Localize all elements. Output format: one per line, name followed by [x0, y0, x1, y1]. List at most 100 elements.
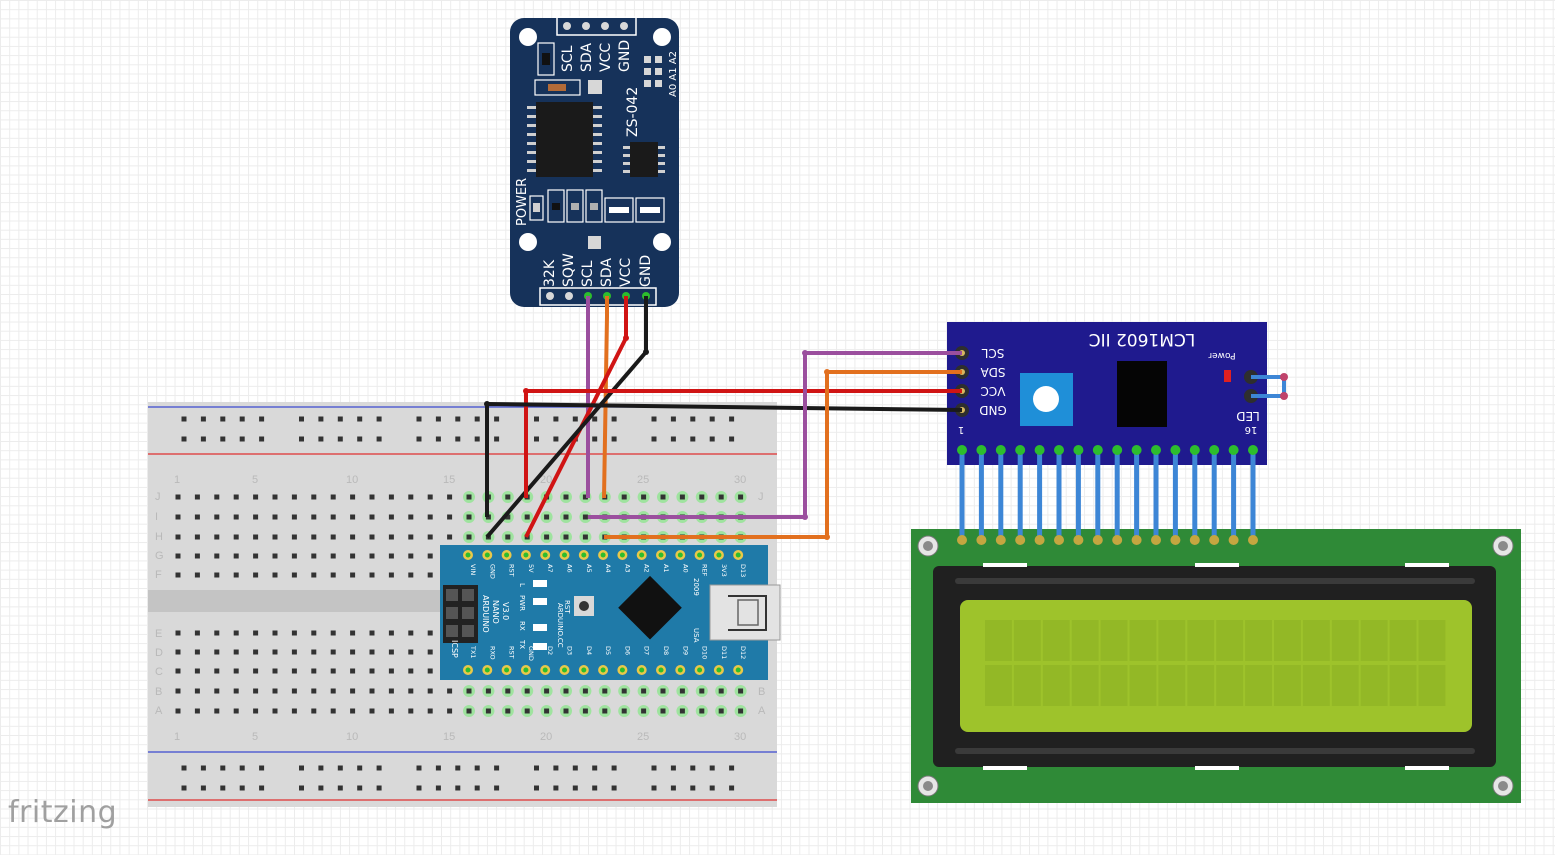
bb-hole — [253, 494, 259, 500]
bb-hole — [427, 708, 433, 714]
nano-pin-connected — [716, 552, 722, 558]
bb-hole — [175, 668, 181, 674]
rtc-address-pad — [644, 68, 651, 75]
bb-hole — [311, 630, 317, 636]
rtc-pad — [588, 236, 601, 249]
lcd-character-cell — [1129, 665, 1157, 706]
bb-hole — [272, 708, 278, 714]
nano-bottom-pin-label: D7 — [643, 646, 651, 655]
rtc-chip-pin — [593, 115, 602, 118]
rtc-chip-pin — [527, 151, 536, 154]
bb-hole — [388, 688, 394, 694]
bb-rail-hole — [611, 436, 617, 442]
bb-hole — [311, 514, 317, 520]
wire-bend — [824, 534, 830, 540]
wire-sda-rtc[interactable] — [602, 296, 609, 499]
reset-button-cap[interactable] — [579, 601, 589, 611]
bb-hole — [505, 708, 511, 714]
bb-rail-hole — [299, 416, 304, 422]
lcd-character-cell — [1129, 620, 1157, 661]
rtc-chip-pins — [527, 106, 602, 172]
rtc-address-pad — [644, 80, 651, 87]
lcd-character-cell — [1071, 665, 1099, 706]
rtc-pad — [588, 80, 602, 94]
led-jumper-end — [1280, 373, 1288, 381]
bb-hole — [272, 630, 278, 636]
rtc-component-outline — [547, 189, 565, 223]
wire-scl-lcd[interactable] — [588, 351, 962, 519]
rtc-top-pin-label: VCC — [598, 43, 614, 72]
icsp-pin — [446, 607, 458, 619]
wire-sda-lcd[interactable] — [604, 370, 962, 539]
lcd-bus-pin-bottom — [1151, 535, 1161, 545]
bb-hole — [641, 688, 647, 694]
nano-led-label-l: L — [518, 583, 526, 587]
bb-hole — [447, 688, 453, 694]
bb-hole — [253, 572, 259, 578]
bb-hole — [369, 630, 375, 636]
bb-row-letter: J — [758, 491, 764, 503]
nano-top-pin-label: 5V — [527, 564, 535, 573]
lcd-character-cell — [1100, 620, 1128, 661]
nano-top-pin-label: A4 — [604, 564, 612, 573]
bb-hole — [408, 649, 414, 655]
bb-hole — [330, 708, 336, 714]
bb-rail-hole — [670, 765, 676, 771]
rtc-resistor-outline — [534, 79, 581, 96]
lcd-bezel-stripe — [955, 578, 1475, 584]
rtc-model-label: ZS-042 — [625, 87, 641, 137]
bb-column-number: 30 — [734, 731, 746, 743]
bb-rail-hole — [553, 436, 559, 442]
led-jumper-wire[interactable] — [1251, 375, 1286, 398]
rtc-component-outline — [566, 189, 584, 223]
bb-hole — [641, 494, 647, 500]
rtc-mount-hole — [653, 233, 671, 251]
i2c-power-label: Power — [1208, 350, 1236, 360]
bb-hole — [582, 494, 588, 500]
bb-hole — [311, 553, 317, 559]
bb-hole — [214, 688, 220, 694]
bb-hole — [194, 514, 200, 520]
bb-hole — [272, 572, 278, 578]
i2c-chip — [1117, 361, 1167, 427]
bb-rail-hole — [416, 785, 422, 791]
bb-rail-hole — [455, 416, 461, 422]
nano-pin-connected — [504, 552, 510, 558]
nano-pin-connected — [562, 552, 567, 558]
bb-hole — [214, 630, 220, 636]
wire-bend — [802, 514, 808, 520]
bb-rail-hole — [592, 436, 598, 442]
bb-hole — [194, 630, 200, 636]
bb-hole — [582, 514, 588, 520]
bb-rail-hole — [455, 785, 461, 791]
rtc-top-pin — [563, 22, 571, 30]
rtc-top-pin-label: SDA — [579, 43, 595, 72]
nano-name-line: NANO — [491, 600, 500, 624]
bb-rail-hole — [337, 436, 343, 442]
bb-hole — [214, 514, 220, 520]
bb-row-letter: D — [155, 647, 163, 659]
bb-hole — [311, 688, 317, 694]
rtc-chip-pin — [527, 142, 536, 145]
rtc-bottom-pin — [546, 292, 554, 300]
bb-rail-hole — [357, 436, 363, 442]
bb-hole — [388, 494, 394, 500]
nano-name-line: V3.0 — [501, 602, 510, 620]
nano-pin-connected — [735, 552, 741, 558]
bb-hole — [505, 534, 511, 540]
rtc-eeprom-pin — [658, 170, 665, 173]
lcd-character-cell — [1158, 620, 1186, 661]
i2c-pin-label-scl: SCL — [981, 346, 1004, 360]
lcd-bus-pin-bottom — [1112, 535, 1123, 545]
bb-hole — [408, 572, 414, 578]
lcd-bus-pin-top — [1170, 445, 1181, 455]
lcd-bus-pin-top — [1073, 445, 1084, 455]
bb-rail-hole — [534, 765, 539, 771]
bb-rail-hole — [376, 785, 382, 791]
bb-hole — [544, 534, 550, 540]
bb-hole — [388, 630, 394, 636]
lcd-tab — [1405, 766, 1449, 770]
nano-pin-connected — [619, 552, 625, 558]
bb-rail-hole — [376, 765, 382, 771]
bb-hole — [214, 668, 220, 674]
